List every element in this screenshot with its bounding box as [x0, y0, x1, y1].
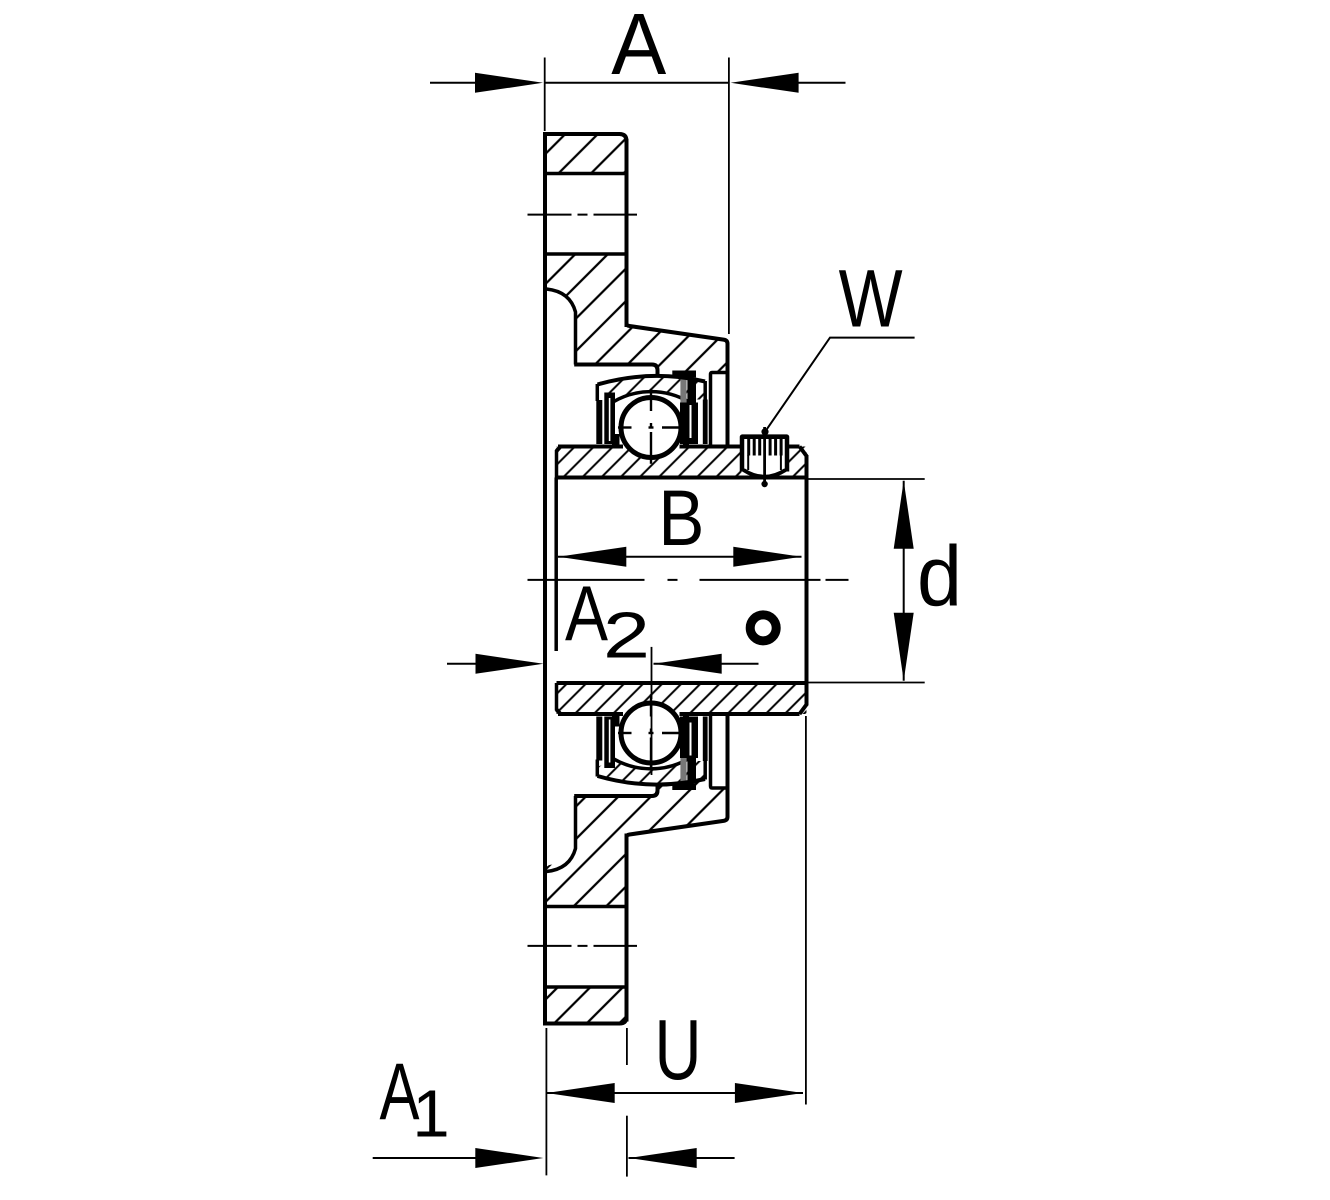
svg-text:2: 2 — [603, 599, 650, 672]
svg-text:A: A — [380, 1048, 420, 1138]
svg-text:A: A — [611, 0, 666, 93]
svg-text:W: W — [839, 254, 903, 345]
svg-text:U: U — [655, 1003, 702, 1098]
svg-text:A: A — [565, 569, 608, 657]
svg-text:1: 1 — [412, 1077, 449, 1152]
svg-text:B: B — [658, 473, 704, 562]
svg-text:d: d — [917, 530, 962, 625]
